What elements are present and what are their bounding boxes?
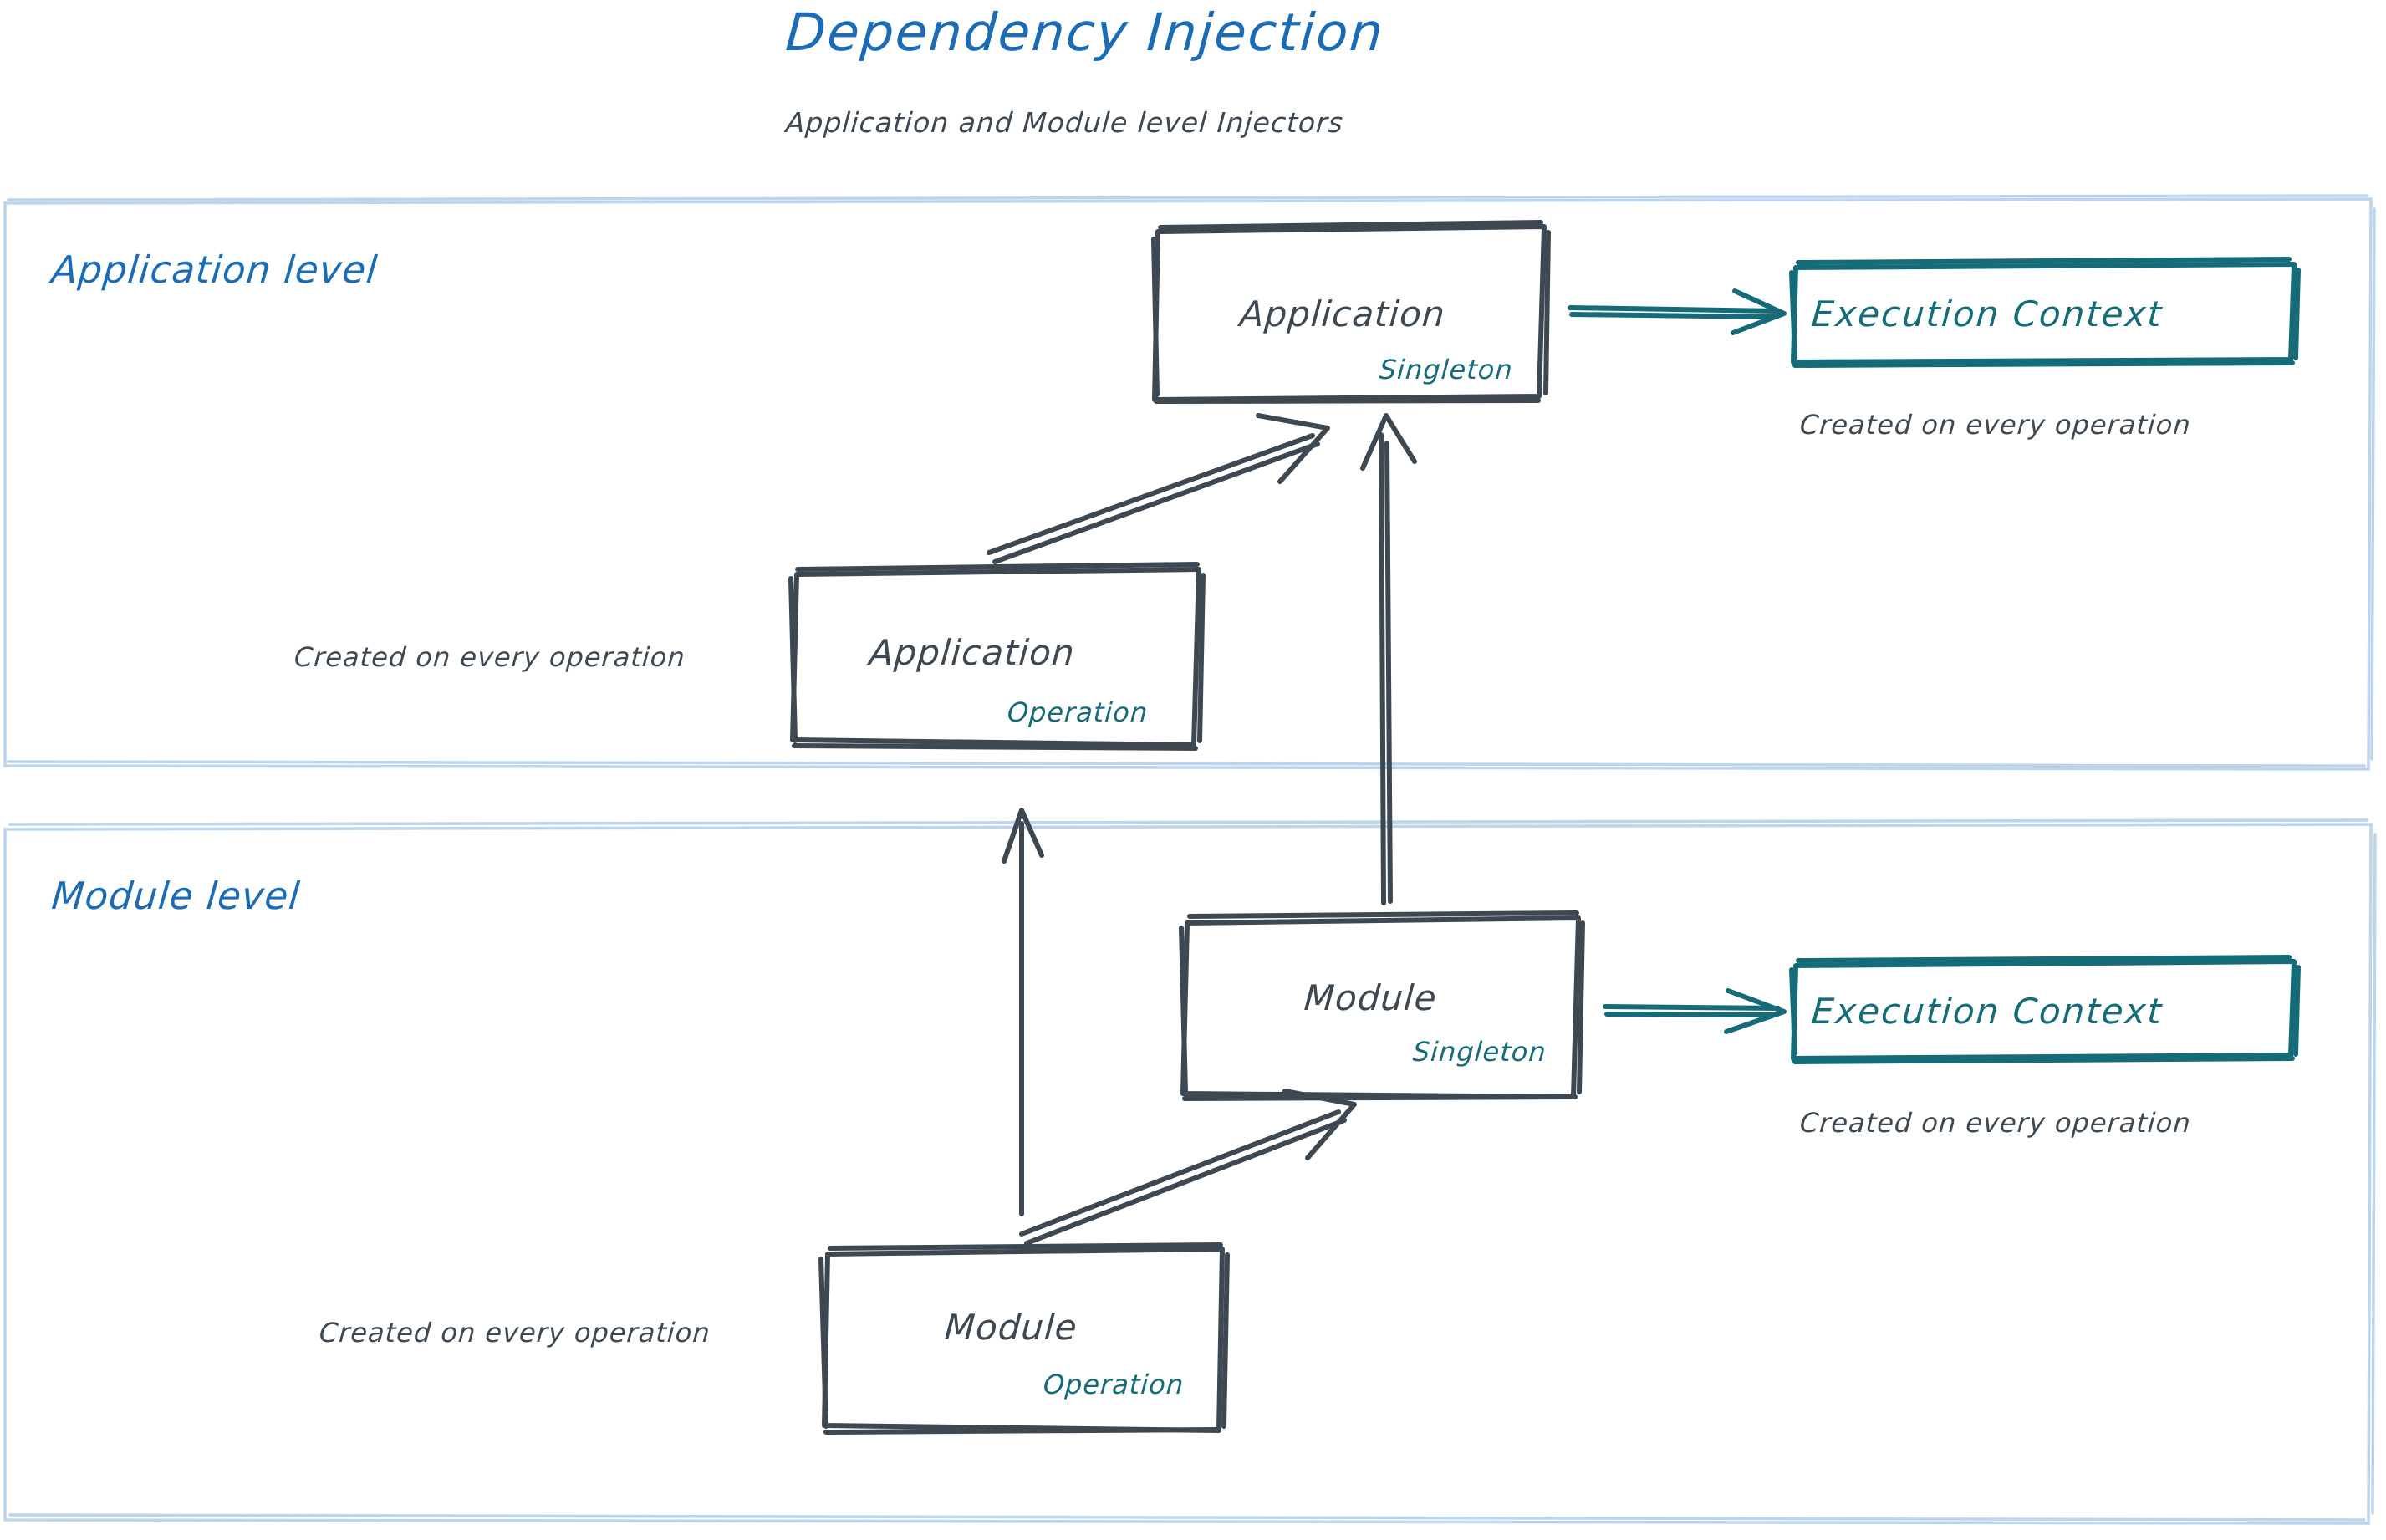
node-execution-context-module-box[interactable] — [1789, 955, 2301, 1064]
page-subtitle: Application and Module level Injectors — [784, 106, 1345, 139]
edge-app-singleton-to-exec-ctx — [1568, 288, 1787, 335]
node-label-application-operation-title: Application — [868, 632, 1077, 673]
edge-module-singleton-to-exec-ctx — [1603, 988, 1787, 1034]
node-label-module-singleton-scope: Singleton — [1411, 1036, 1548, 1068]
edge-app-operation-to-app-singleton — [987, 413, 1330, 564]
node-application-singleton-box[interactable] — [1151, 220, 1551, 404]
caption-module-operation: Created on every operation — [318, 1317, 712, 1349]
node-label-application-singleton-title: Application — [1238, 293, 1447, 334]
node-label-execution-context-module-title: Execution Context — [1810, 991, 2164, 1032]
edge-module-singleton-to-app-singleton — [1360, 413, 1417, 905]
zone-module-level-frame — [3, 818, 2377, 1525]
node-execution-context-app-box[interactable] — [1789, 257, 2301, 368]
zone-application-level-frame — [3, 194, 2376, 771]
caption-execution-context-app: Created on every operation — [1798, 409, 2193, 441]
edge-module-operation-to-module-singleton — [1019, 1089, 1357, 1246]
caption-execution-context-module: Created on every operation — [1798, 1107, 2193, 1139]
node-application-operation-box[interactable] — [788, 562, 1206, 751]
page-title: Dependency Injection — [783, 2, 1387, 63]
node-label-module-operation-scope: Operation — [1042, 1369, 1185, 1400]
caption-application-operation: Created on every operation — [293, 641, 687, 673]
zone-label-module-level: Module level — [49, 874, 303, 918]
node-label-application-operation-scope: Operation — [1006, 696, 1150, 728]
zone-label-application-level: Application level — [49, 247, 380, 292]
node-label-module-operation-title: Module — [943, 1307, 1079, 1348]
node-module-singleton-box[interactable] — [1179, 910, 1585, 1101]
edge-module-operation-to-app-operation — [1002, 808, 1044, 1216]
node-label-execution-context-app-title: Execution Context — [1810, 293, 2164, 334]
node-module-operation-box[interactable] — [818, 1242, 1230, 1435]
node-label-module-singleton-title: Module — [1303, 977, 1439, 1018]
node-label-application-singleton-scope: Singleton — [1378, 354, 1515, 385]
